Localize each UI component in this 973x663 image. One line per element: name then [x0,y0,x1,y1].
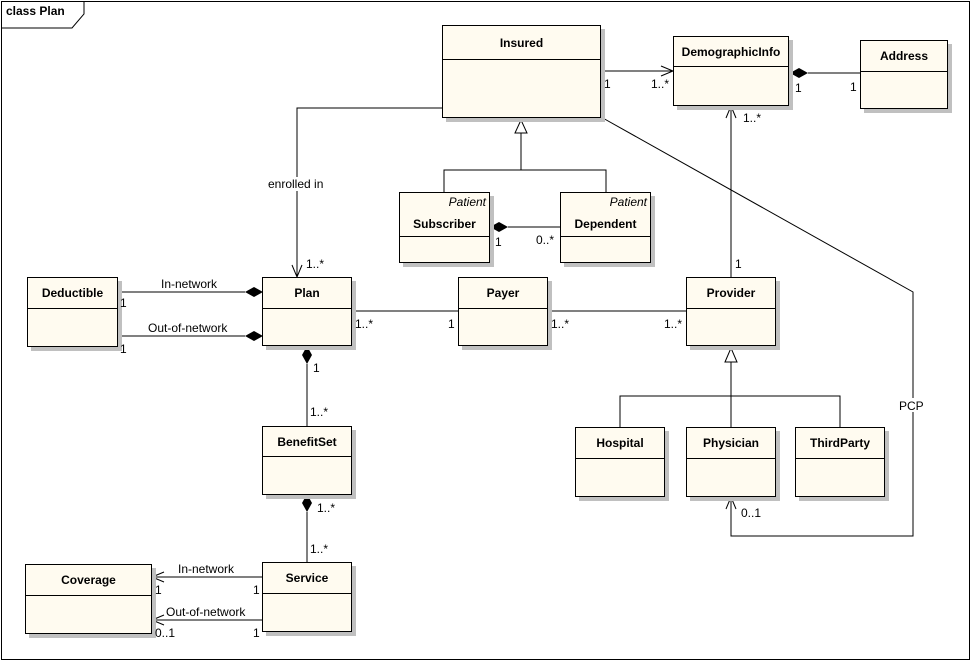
multiplicity-label: 1 [850,80,857,94]
composition-diamond-icon [490,222,508,232]
multiplicity-label: 1 [253,583,260,597]
association-label: In-network [178,562,235,576]
multiplicity-label: 1 [795,81,802,95]
class-benefit-set[interactable]: BenefitSet [262,426,352,495]
open-arrow-icon [150,571,165,583]
class-insured[interactable]: Insured [442,25,601,118]
multiplicity-label: 1 [604,77,611,91]
class-name: Provider [706,286,756,300]
generalization-provider[interactable] [619,395,841,427]
class-physician[interactable]: Physician [686,427,776,497]
generalization-insured[interactable] [443,169,607,192]
composition-diamond-icon [302,494,312,512]
multiplicity-label: 1..* [743,111,762,125]
multiplicity-label: 1 [120,296,127,310]
multiplicity-label: 1 [735,257,742,271]
composition-diamond-icon [302,346,312,364]
multiplicity-label: 1..* [310,405,329,419]
class-name: Physician [702,436,760,450]
class-service[interactable]: Service [262,562,352,632]
multiplicity-label: 1..* [317,501,336,515]
class-name: Subscriber [413,217,476,231]
class-coverage[interactable]: Coverage [25,564,152,634]
class-name: BenefitSet [277,435,337,449]
class-payer[interactable]: Payer [458,277,548,346]
multiplicity-label: 1..* [306,257,325,271]
association-label: Out-of-network [148,321,228,335]
composition-diamond-icon [245,287,263,297]
pcp-label-bg [897,398,929,412]
multiplicity-label: 1..* [664,317,683,331]
class-demographic-info[interactable]: DemographicInfo [673,36,789,106]
multiplicity-label: 1 [313,361,320,375]
assoc-insured-plan[interactable] [296,107,442,277]
multiplicity-label: 1..* [310,542,329,556]
class-name: ThirdParty [809,436,870,450]
class-name: Coverage [61,573,116,587]
composition-diamond-icon [245,331,263,341]
stereotype-label: Patient [609,195,647,209]
multiplicity-label: 1..* [651,77,670,91]
class-third-party[interactable]: ThirdParty [795,427,885,497]
open-arrow-icon [150,614,165,626]
class-name: Service [285,571,329,585]
multiplicity-label: 1..* [355,317,374,331]
class-name: Deductible [41,286,104,300]
frame-title: class Plan [6,4,65,18]
open-arrow-icon [725,495,737,510]
association-label: PCP [899,399,924,413]
class-name: Hospital [596,436,644,450]
class-dependent[interactable]: Patient Dependent [560,192,651,263]
association-label: Out-of-network [166,605,246,619]
class-name: Dependent [574,217,637,231]
class-plan[interactable]: Plan [262,277,352,346]
multiplicity-label: 1 [120,342,127,356]
class-name: Plan [294,286,320,300]
assoc-insured-physician-pcp[interactable] [600,116,914,537]
multiplicity-label: 0..1 [741,506,762,520]
association-label: In-network [161,277,218,291]
open-arrow-icon [725,104,737,119]
class-hospital[interactable]: Hospital [575,427,665,497]
multiplicity-label: 1 [253,626,260,640]
frame-tab-outline [1,1,85,29]
multiplicity-label: 1 [495,235,502,249]
multiplicity-label: 1 [155,583,162,597]
class-address[interactable]: Address [860,40,948,109]
class-name: Insured [499,36,544,50]
class-subscriber[interactable]: Patient Subscriber [399,192,490,263]
multiplicity-label: 1 [448,317,455,331]
multiplicity-label: 0..1 [155,626,176,640]
class-name: DemographicInfo [681,45,781,59]
association-label: enrolled in [268,177,324,191]
class-name: Payer [486,286,520,300]
stereotype-label: Patient [448,195,486,209]
hollow-triangle-icon [514,118,528,134]
composition-diamond-icon [790,68,808,78]
multiplicity-label: 0..* [536,233,555,247]
hollow-triangle-icon [724,346,738,363]
class-name: Address [879,49,929,63]
multiplicity-label: 1..* [551,317,570,331]
class-provider[interactable]: Provider [686,277,776,346]
class-deductible[interactable]: Deductible [27,277,118,347]
